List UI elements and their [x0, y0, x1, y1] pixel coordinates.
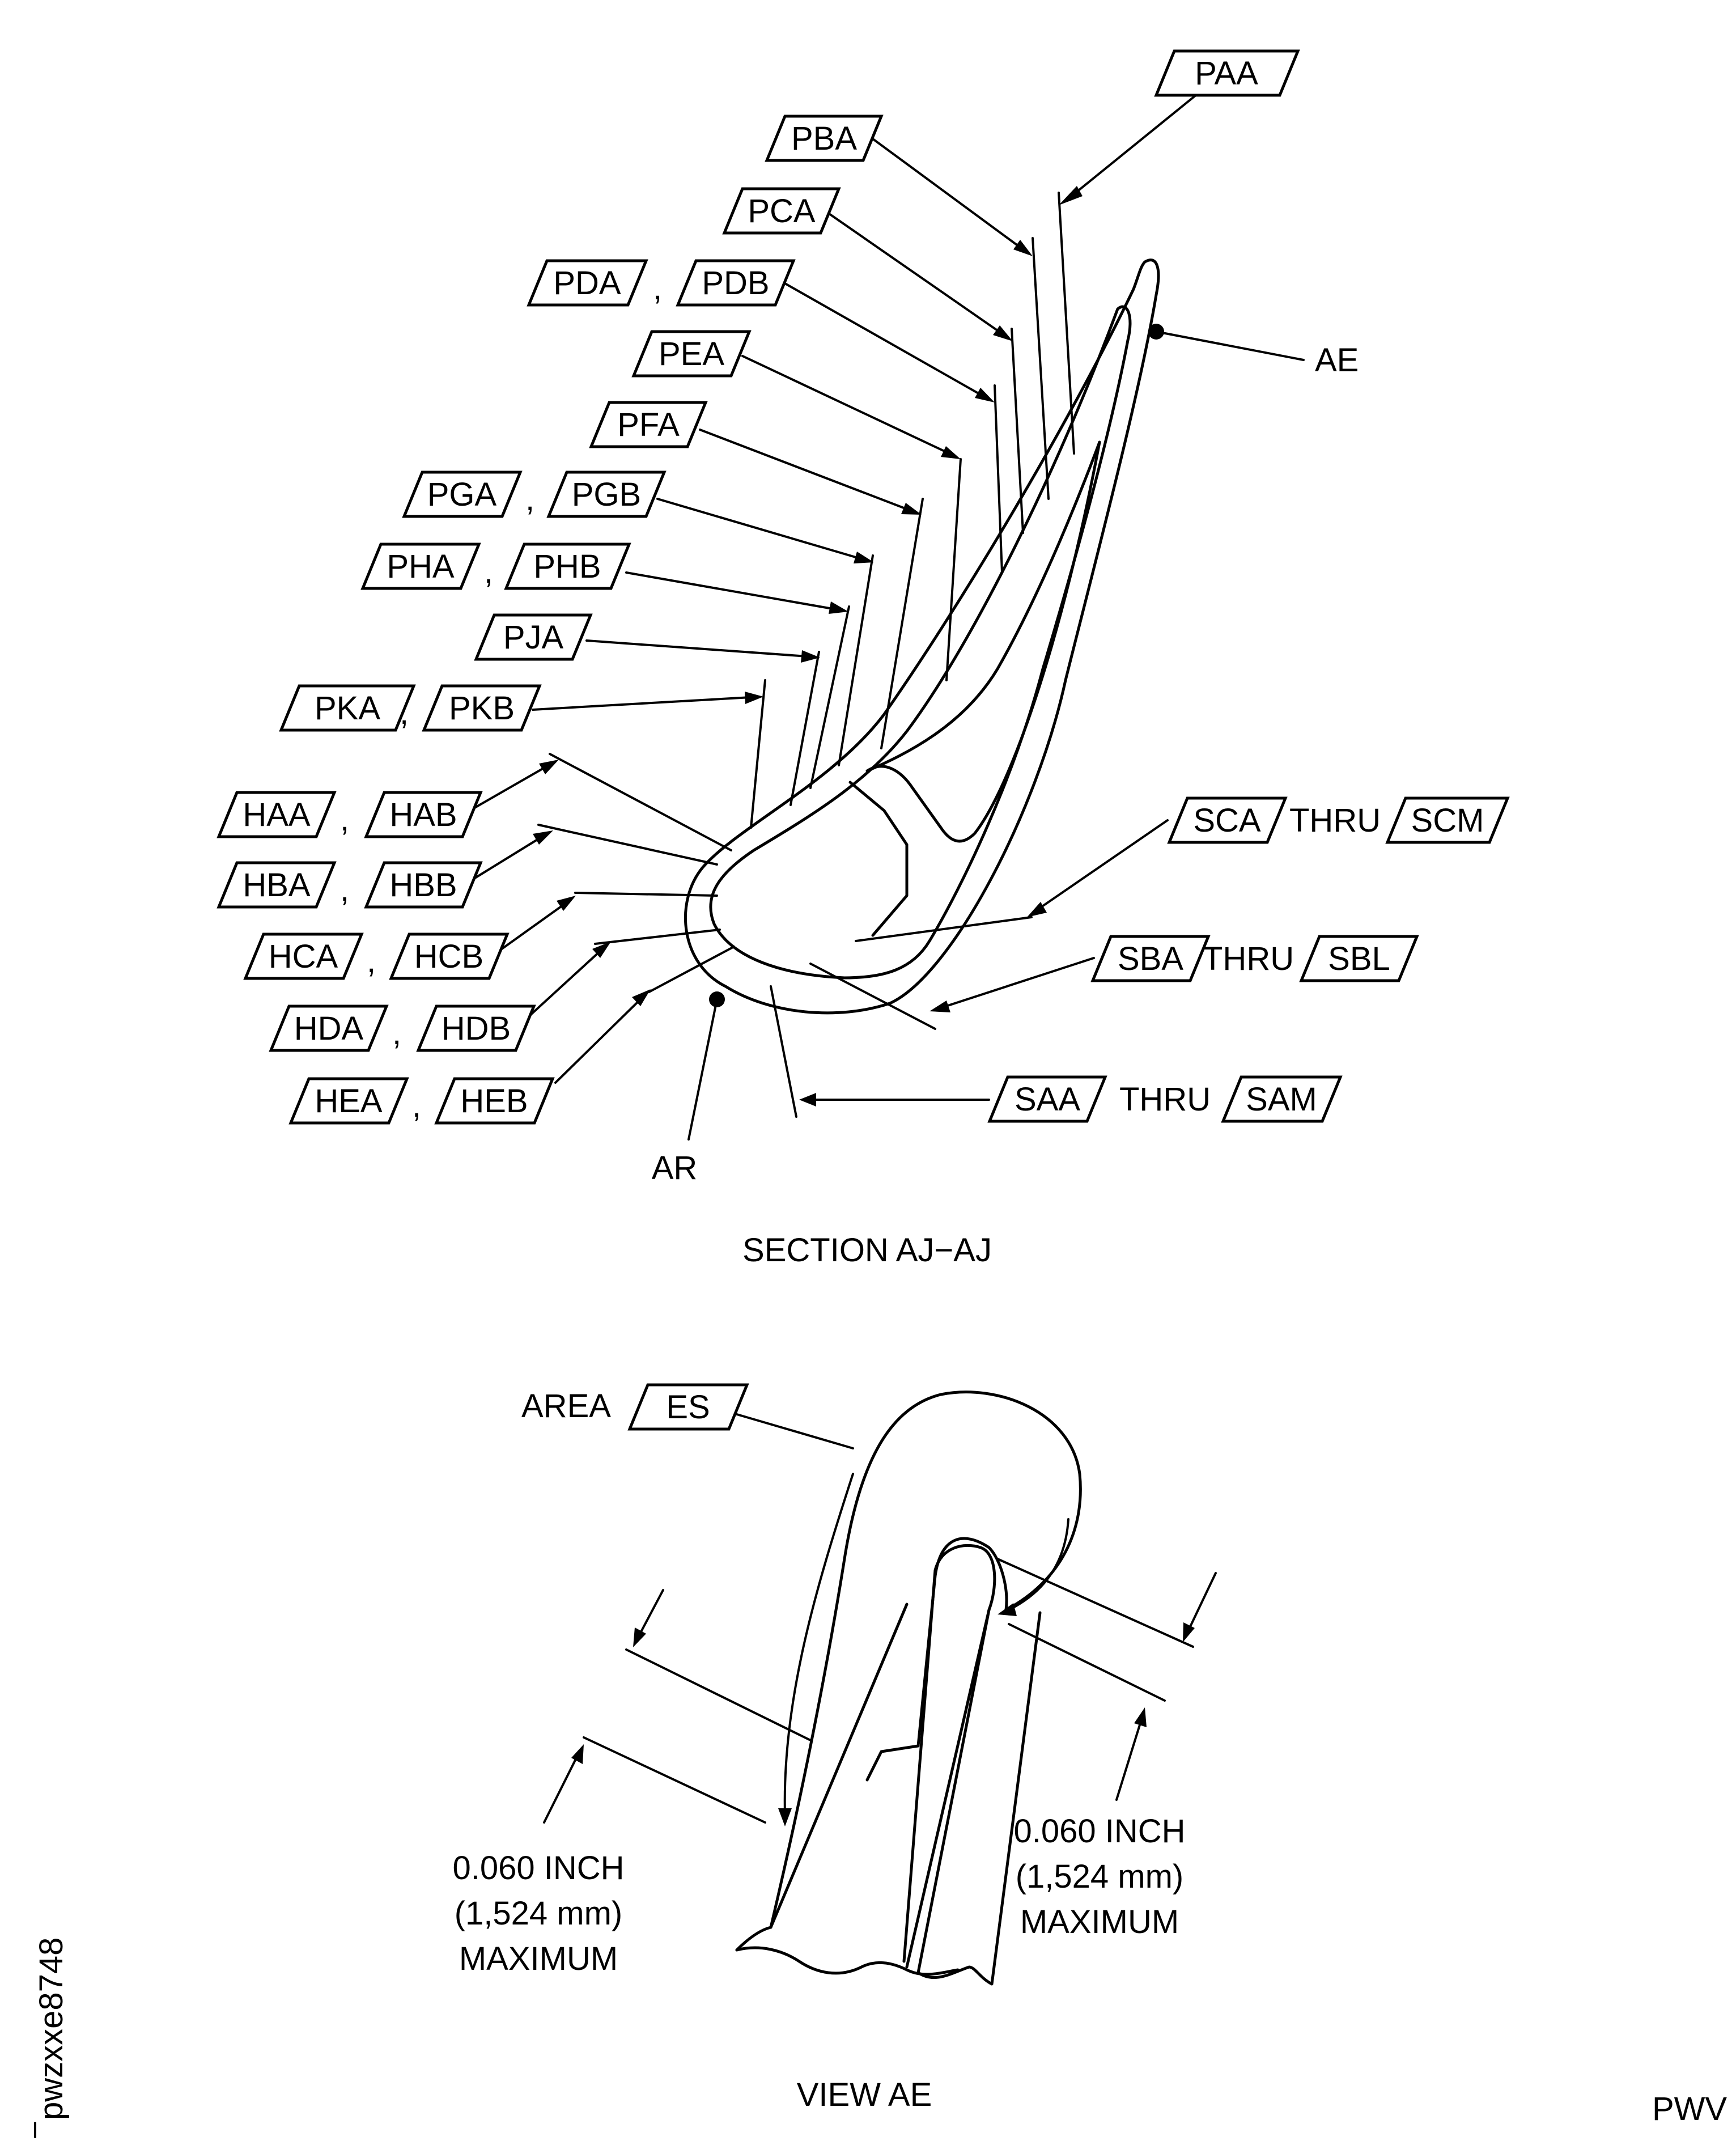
leader-lines: [464, 94, 1305, 1141]
comma-hb: ,: [340, 871, 349, 908]
tag-hcb: HCB: [414, 938, 483, 975]
tag-paa: PAA: [1195, 55, 1258, 92]
tag-pka: PKA: [315, 690, 380, 727]
tag-pkb: PKB: [449, 690, 515, 727]
internal-cavity: [865, 440, 1101, 843]
tag-hbb: HBB: [389, 867, 457, 904]
airfoil-inner-wall: [709, 305, 1132, 980]
thru-sb: THRU: [1203, 940, 1294, 977]
thru-sa: THRU: [1119, 1081, 1211, 1118]
tip-outline: [735, 1391, 1082, 1952]
tip-surface: [902, 1544, 996, 1969]
tag-scm: SCM: [1411, 802, 1484, 839]
airfoil-section: [684, 258, 1160, 1015]
tag-pdb: PDB: [702, 265, 769, 302]
tag-hdb: HDB: [442, 1010, 511, 1047]
p-measurement-lines: [750, 192, 1075, 829]
dim-right-line3: MAXIMUM: [1020, 1904, 1179, 1940]
comma-ph: ,: [484, 553, 493, 590]
h-measurement-lines: [537, 753, 735, 993]
tag-pca: PCA: [748, 193, 816, 230]
dim-left-line2: (1,524 mm): [455, 1895, 623, 1932]
view-title: VIEW AE: [797, 2076, 932, 2113]
tag-phb: PHB: [533, 548, 601, 585]
comma-pk: ,: [400, 694, 409, 731]
airfoil-outer-wall: [684, 258, 1160, 1015]
tag-pba: PBA: [791, 120, 857, 157]
tip-wavy-bottom: [735, 1946, 960, 1976]
comma-hc: ,: [367, 943, 376, 980]
dim-right-line1: 0.060 INCH: [1013, 1813, 1185, 1850]
tag-hea: HEA: [315, 1083, 383, 1120]
label-ae: AE: [1315, 342, 1359, 379]
tag-sba: SBA: [1118, 940, 1183, 977]
figure-id: pwzxxe8748: [33, 1938, 70, 2120]
tag-pga: PGA: [427, 476, 497, 513]
dim-left-line3: MAXIMUM: [459, 1940, 618, 1977]
view-ae-drawing: [543, 1391, 1217, 1986]
comma-pg: ,: [525, 481, 534, 518]
tag-haa: HAA: [243, 796, 311, 833]
tag-heb: HEB: [460, 1083, 528, 1120]
tag-hab: HAB: [389, 796, 457, 833]
tag-es: ES: [666, 1389, 710, 1426]
dim-left-line1: 0.060 INCH: [452, 1850, 624, 1887]
tag-pja: PJA: [503, 619, 564, 656]
tag-hba: HBA: [243, 867, 311, 904]
area-label: AREA: [521, 1388, 611, 1425]
tag-saa: SAA: [1015, 1081, 1080, 1118]
tip-left-face: [769, 1603, 909, 1929]
section-title: SECTION AJ−AJ: [742, 1232, 992, 1269]
label-ar: AR: [652, 1150, 698, 1186]
tag-pgb: PGB: [572, 476, 642, 513]
tag-pda: PDA: [553, 265, 621, 302]
comma-hd: ,: [392, 1015, 401, 1052]
tag-sam: SAM: [1246, 1081, 1317, 1118]
tag-pfa: PFA: [617, 406, 680, 443]
tag-boxes: PAA PBA PCA PDA , PDB PEA PFA PGA , PGB …: [217, 49, 1510, 1125]
comma-ha: ,: [340, 801, 349, 838]
thru-sc: THRU: [1289, 802, 1381, 839]
comma-pd: ,: [653, 270, 662, 307]
comma-he: ,: [412, 1087, 421, 1124]
tag-hda: HDA: [294, 1010, 364, 1047]
s-measurement-lines: [770, 916, 1033, 1118]
tag-sca: SCA: [1193, 802, 1261, 839]
dim-right-line2: (1,524 mm): [1016, 1858, 1184, 1895]
tip-edge: [916, 1608, 1042, 1986]
internal-rib: [848, 781, 909, 937]
tag-sbl: SBL: [1328, 940, 1390, 977]
tag-hca: HCA: [269, 938, 338, 975]
corner-code: PWV: [1652, 2091, 1727, 2127]
tag-pea: PEA: [659, 336, 724, 372]
tag-pha: PHA: [387, 548, 455, 585]
